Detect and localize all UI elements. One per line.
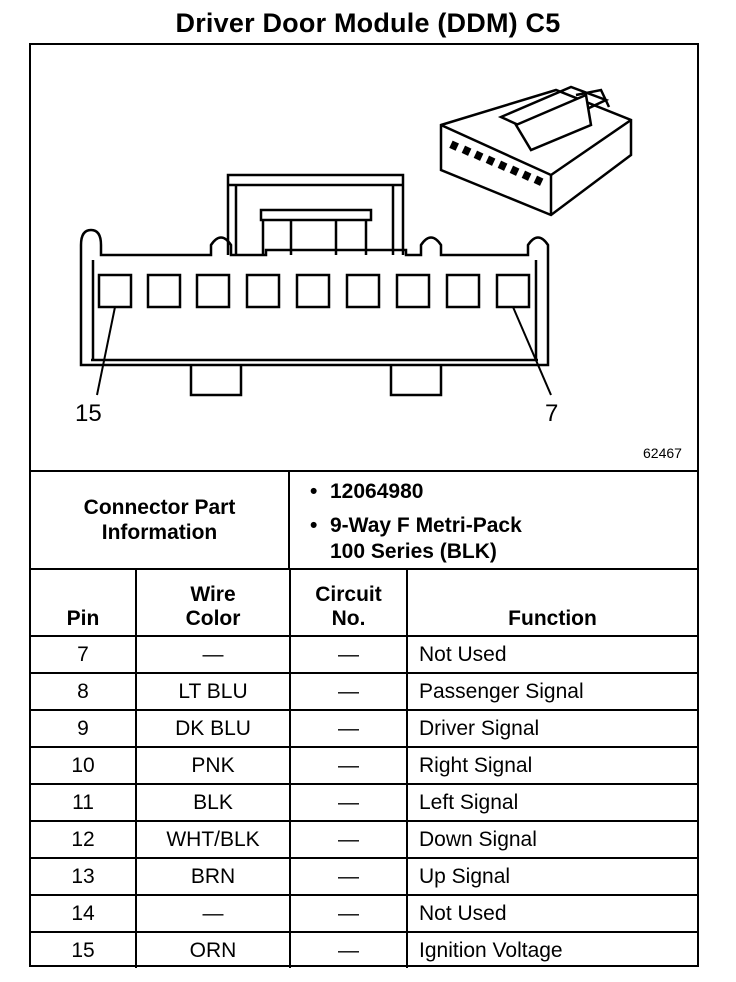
cell-pin: 11 (31, 784, 137, 822)
cell-wire-color: BRN (136, 858, 291, 896)
bullet-icon: • (310, 480, 318, 503)
cell-wire-color: PNK (136, 747, 291, 785)
table-row: 14——Not Used (31, 895, 697, 933)
cell-circuit-no: — (290, 636, 408, 674)
description-line1: 9-Way F Metri-Pack (330, 514, 522, 537)
cell-circuit-no: — (290, 821, 408, 859)
cell-function: Up Signal (407, 858, 697, 896)
cell-wire-color: BLK (136, 784, 291, 822)
connector-info-details: • 12064980 • 9-Way F Metri-Pack 100 Seri… (290, 472, 697, 568)
cell-circuit-no: — (290, 932, 408, 968)
cell-pin: 13 (31, 858, 137, 896)
cell-pin: 12 (31, 821, 137, 859)
cell-pin: 7 (31, 636, 137, 674)
cell-function: Ignition Voltage (419, 938, 563, 962)
cell-circuit-no: — (290, 895, 408, 933)
table-row: 7——Not Used (31, 636, 697, 674)
cell-wire-color: — (136, 895, 291, 933)
header-pin: Pin (31, 570, 137, 637)
part-number: 12064980 (330, 480, 424, 503)
cell-circuit-no: — (290, 784, 408, 822)
header-function: Function (407, 570, 697, 637)
cell-wire-color: WHT/BLK (136, 821, 291, 859)
pin-15-label: 15 (75, 400, 102, 427)
cell-function: Right Signal (407, 747, 697, 785)
cell-circuit-no: — (290, 747, 408, 785)
connector-diagram: 15 7 62467 (31, 45, 697, 470)
cell-function: Left Signal (407, 784, 697, 822)
connector-sheet: 15 7 62467 Connector Part Information • … (29, 43, 699, 968)
connector-info-label: Connector Part Information (31, 472, 290, 568)
cell-pin: 15 (31, 932, 137, 968)
cell-wire-color: ORN (136, 932, 291, 968)
cell-wire-color: — (136, 636, 291, 674)
connector-info-label-line2: Information (101, 521, 218, 544)
cell-function: Passenger Signal (407, 673, 697, 711)
cell-function: Not Used (407, 895, 697, 933)
cell-wire-color: LT BLU (136, 673, 291, 711)
cell-function: Driver Signal (407, 710, 697, 748)
bullet-icon: • (310, 514, 318, 537)
cell-function: Down Signal (407, 821, 697, 859)
cell-function: Not Used (407, 636, 697, 674)
cell-pin: 14 (31, 895, 137, 933)
description-item: • 9-Way F Metri-Pack (310, 512, 522, 539)
connector-info-label-line1: Connector Part (83, 496, 236, 519)
part-number-item: • 12064980 (310, 478, 424, 505)
cell-circuit-no: — (290, 858, 408, 896)
cell-pin: 9 (31, 710, 137, 748)
description-line2: 100 Series (BLK) (330, 540, 497, 563)
cell-circuit-no: — (290, 673, 408, 711)
connector-face-drawing (79, 85, 633, 397)
description-item-cont: 100 Series (BLK) (330, 538, 497, 565)
cell-wire-color: DK BLU (136, 710, 291, 748)
page-title: Driver Door Module (DDM) C5 (175, 8, 561, 38)
cell-circuit-no: — (290, 710, 408, 748)
pin-7-label: 7 (545, 400, 559, 427)
cell-pin: 8 (31, 673, 137, 711)
figure-number: 62467 (643, 445, 682, 461)
cell-pin: 10 (31, 747, 137, 785)
connector-part-info: Connector Part Information • 12064980 • … (31, 470, 697, 570)
